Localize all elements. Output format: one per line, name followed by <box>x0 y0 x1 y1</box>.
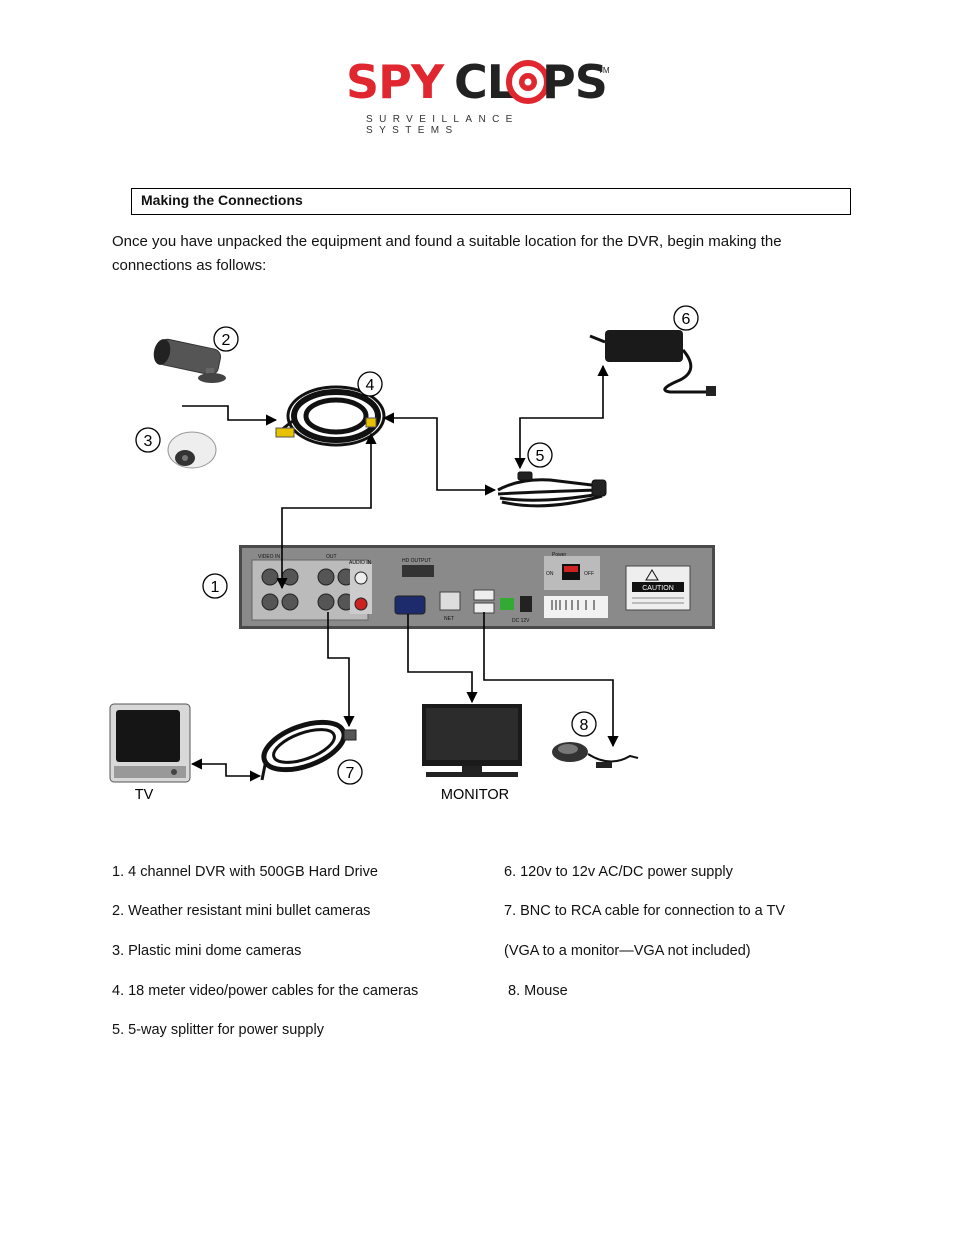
callout-1: 1 <box>202 573 228 599</box>
dvr-label-net: NET <box>444 616 454 622</box>
logo-text-spy: SPY <box>346 55 444 109</box>
dvr-label-off: OFF <box>584 571 594 577</box>
power-splitter-icon <box>497 471 607 508</box>
callout-4: 4 <box>357 371 383 397</box>
callout-2-label: 2 <box>222 332 231 349</box>
logo-subtitle: SURVEILLANCE SYSTEMS <box>366 114 519 136</box>
logo-text-ps: PS <box>542 55 608 109</box>
brand-logo: SPY CL PS TM SURVEILLANCE SYSTEMS <box>346 52 610 136</box>
logo-trademark: TM <box>598 66 610 75</box>
callout-8-label: 8 <box>580 717 589 734</box>
dome-camera-icon <box>167 431 217 469</box>
dvr-label-out: OUT <box>326 554 337 560</box>
callout-5: 5 <box>527 442 553 468</box>
callout-7: 7 <box>337 759 363 785</box>
callout-3: 3 <box>135 427 161 453</box>
dvr-label-on: ON <box>546 571 554 577</box>
legend-item-1: 1. 4 channel DVR with 500GB Hard Drive <box>112 864 378 880</box>
callout-5-label: 5 <box>536 448 545 465</box>
legend-item-4: 4. 18 meter video/power cables for the c… <box>112 983 419 999</box>
logo-eye-icon <box>506 60 550 104</box>
legend-item-6: 6. 120v to 12v AC/DC power supply <box>504 864 733 880</box>
dvr-label-caution: CAUTION <box>642 585 674 592</box>
legend-item-3: 3. Plastic mini dome cameras <box>112 943 302 959</box>
legend-item-7: 7. BNC to RCA cable for connection to a … <box>504 903 786 919</box>
dvr-rear-panel-icon: VIDEO IN OUT AUDIO IN HD OUTPUT NET DC 1… <box>239 545 715 629</box>
power-supply-icon <box>589 330 716 396</box>
bnc-rca-cable-icon <box>260 719 357 781</box>
callout-4-label: 4 <box>366 377 375 394</box>
dvr-label-power: Power <box>552 552 567 558</box>
connection-arrows <box>182 364 619 782</box>
callout-8: 8 <box>571 711 597 737</box>
bullet-camera-icon <box>153 338 226 383</box>
monitor-icon <box>422 704 522 777</box>
intro-paragraph: Once you have unpacked the equipment and… <box>112 233 782 274</box>
callout-6-label: 6 <box>682 311 691 328</box>
dvr-label-hd-output: HD OUTPUT <box>402 558 431 564</box>
monitor-label: MONITOR <box>441 787 509 803</box>
mouse-icon <box>552 742 639 768</box>
dvr-label-video-in: VIDEO IN <box>258 554 280 560</box>
tv-label: TV <box>135 787 154 803</box>
legend-item-5: 5. 5-way splitter for power supply <box>112 1022 324 1038</box>
tv-icon <box>109 703 191 783</box>
section-title: Making the Connections <box>141 192 303 208</box>
legend-item-7-note: (VGA to a monitor—VGA not included) <box>504 943 751 959</box>
callout-1-label: 1 <box>211 579 220 596</box>
callout-7-label: 7 <box>346 765 355 782</box>
logo-text-cl: CL <box>454 55 516 109</box>
connection-diagram: 2 3 4 5 <box>109 305 716 803</box>
callout-2: 2 <box>213 326 239 352</box>
dvr-label-dc: DC 12V <box>512 618 530 624</box>
callout-3-label: 3 <box>144 433 153 450</box>
legend-item-2: 2. Weather resistant mini bullet cameras <box>112 903 371 919</box>
section-header-box: Making the Connections <box>131 188 851 215</box>
callout-6: 6 <box>673 305 699 331</box>
legend-item-8: 8. Mouse <box>504 983 568 999</box>
dvr-label-audio-in: AUDIO IN <box>349 560 372 566</box>
